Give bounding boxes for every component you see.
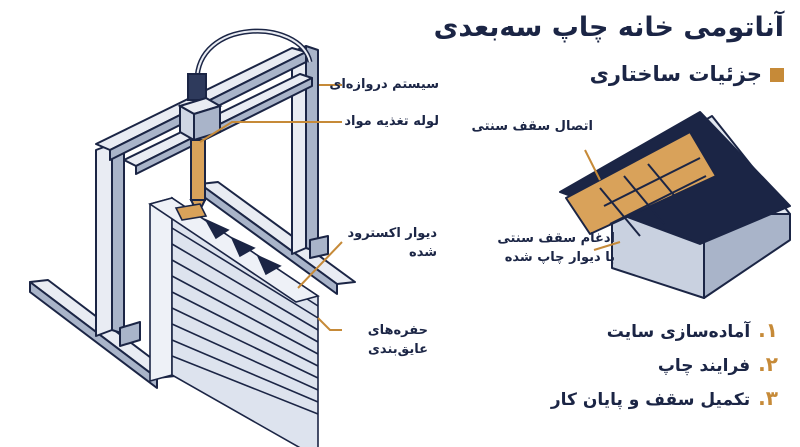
step-number: ۲. <box>758 352 778 376</box>
step-text: آماده‌سازی سایت <box>606 322 751 342</box>
printed-wall <box>148 196 320 447</box>
label-gantry: سیستم دروازه‌ای <box>329 77 439 92</box>
section-bullet <box>770 68 784 82</box>
page-title: آناتومی خانه چاپ سه‌بعدی <box>433 12 784 43</box>
steps-list: ۱. آماده‌سازی سایت ۲. فرایند چاپ ۳. تکمی… <box>551 318 778 420</box>
leader-lines <box>199 84 621 331</box>
label-roof-integration: ادغام سقف سنتی با دیوار چاپ شده <box>497 231 615 265</box>
step-number: ۱. <box>758 318 778 342</box>
label-feed-tube: لوله تغذیه مواد <box>344 114 439 129</box>
label-roof-connection: اتصال سقف سنتی <box>471 119 593 134</box>
section-subtitle: جزئیات ساختاری <box>589 62 762 86</box>
print-head <box>177 73 223 217</box>
step-2: ۲. فرایند چاپ <box>551 352 778 376</box>
step-3: ۳. تکمیل سقف و پایان کار <box>551 386 778 410</box>
label-insulation-cavities: حفره‌های عایق‌بندی <box>367 323 428 357</box>
step-text: فرایند چاپ <box>657 356 751 376</box>
step-text: تکمیل سقف و پایان کار <box>550 390 751 410</box>
step-1: ۱. آماده‌سازی سایت <box>551 318 778 342</box>
step-number: ۳. <box>758 386 778 410</box>
house-cutaway <box>559 111 791 299</box>
label-extruded-wall: دیوار اکسترود شده <box>347 226 437 260</box>
